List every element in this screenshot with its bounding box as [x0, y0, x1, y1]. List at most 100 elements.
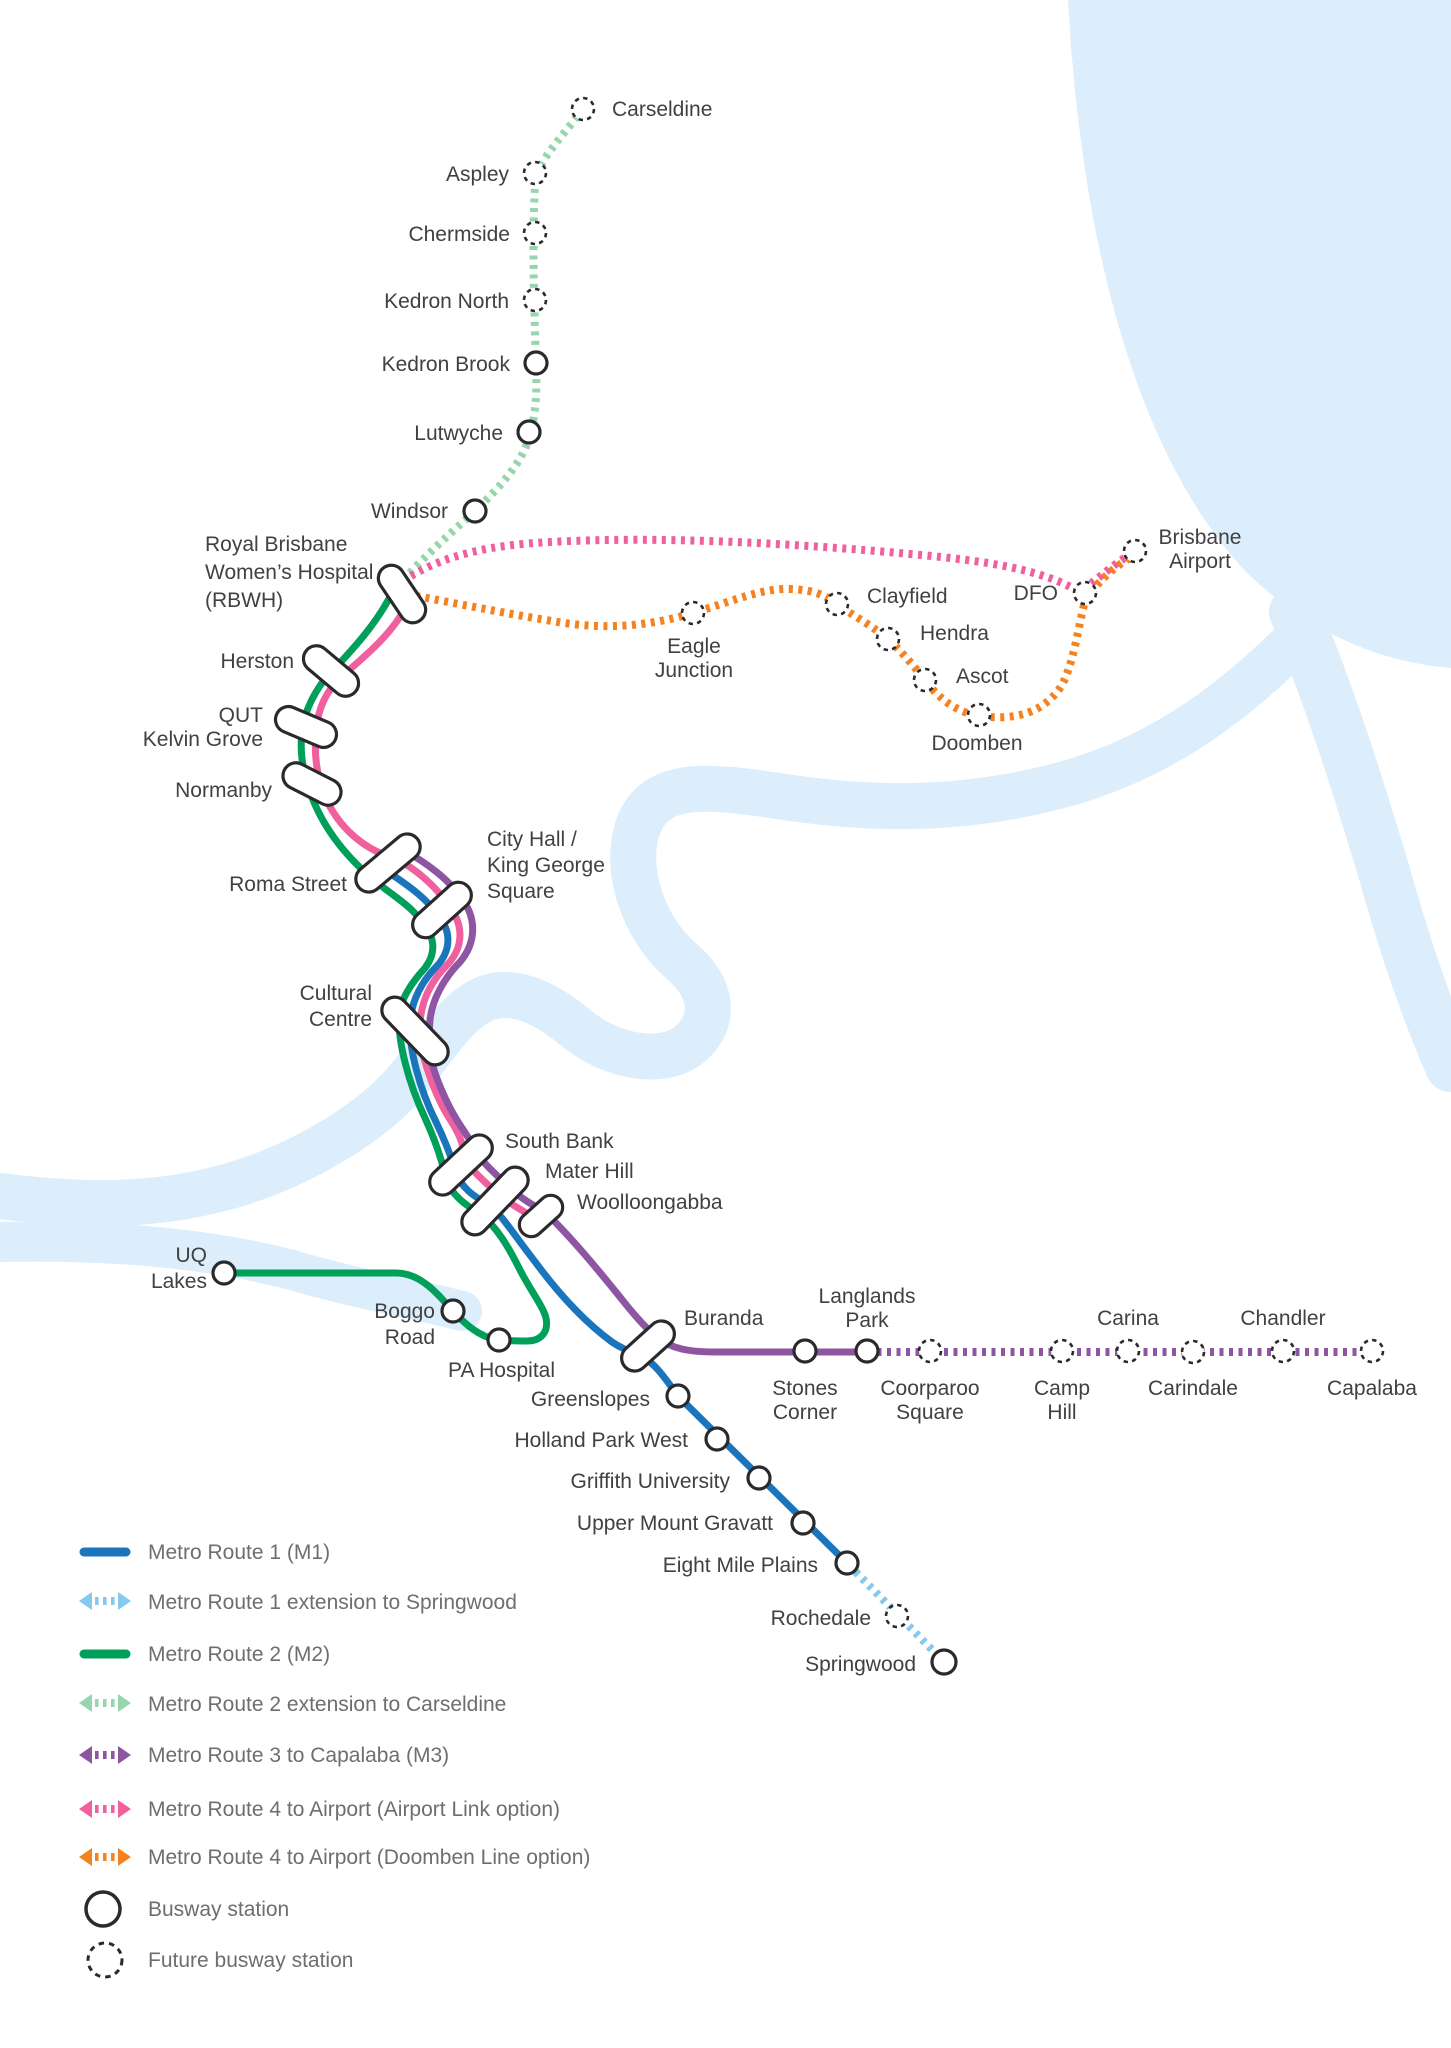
station-ascot — [912, 667, 938, 693]
label-rbwh-3: (RBWH) — [205, 589, 283, 612]
station-camp-hill — [1049, 1338, 1075, 1364]
station-aspley — [522, 160, 548, 186]
label-hendra: Hendra — [920, 622, 989, 645]
label-city-hall-3: Square — [487, 880, 555, 903]
station-lutwyche — [516, 419, 542, 445]
label-greenslopes: Greenslopes — [531, 1388, 650, 1411]
label-carina: Carina — [1097, 1307, 1159, 1330]
label-carseldine: Carseldine — [612, 98, 712, 121]
legend-label-future-busway-station: Future busway station — [148, 1949, 353, 1972]
label-aspley: Aspley — [446, 163, 510, 186]
station-upper-mount-gravatt — [790, 1510, 816, 1536]
label-normanby: Normanby — [175, 779, 272, 802]
label-coorparoo-square-2: Square — [896, 1401, 964, 1424]
label-carindale: Carindale — [1148, 1377, 1238, 1400]
label-dfo: DFO — [1014, 582, 1058, 605]
legend-arrow-right-m4d — [118, 1848, 131, 1866]
label-herston: Herston — [220, 650, 294, 673]
station-kedron-north — [522, 287, 548, 313]
label-stones-corner-2: Corner — [773, 1401, 837, 1424]
label-langlands-park-2: Park — [845, 1309, 889, 1332]
legend-future-busway-station-icon — [86, 1941, 124, 1979]
station-south-bank — [428, 1133, 494, 1197]
station-windsor — [462, 498, 488, 524]
label-springwood: Springwood — [805, 1653, 916, 1676]
station-springwood — [930, 1648, 958, 1676]
brisbane-river-west-arm — [0, 1221, 482, 1331]
legend-arrow-left-m2ext — [79, 1694, 92, 1712]
station-eagle-junction — [680, 600, 706, 626]
station-carina — [1115, 1338, 1141, 1364]
station-doomben — [966, 702, 992, 728]
station-cultural-centre — [380, 995, 450, 1067]
label-cultural-centre-1: Cultural — [300, 982, 372, 1005]
station-greenslopes — [665, 1383, 691, 1409]
legend-busway-station-icon — [84, 1890, 122, 1928]
label-lutwyche: Lutwyche — [414, 422, 503, 445]
station-herston — [301, 644, 361, 698]
route-m2-line — [220, 578, 551, 1345]
label-uq-lakes-1: UQ — [176, 1244, 208, 1267]
label-camp-hill-1: Camp — [1034, 1377, 1090, 1400]
label-cultural-centre-2: Centre — [309, 1008, 372, 1031]
legend-label-m1: Metro Route 1 (M1) — [148, 1541, 330, 1564]
station-buranda — [620, 1319, 676, 1373]
legend-arrow-left-m1ext — [79, 1592, 92, 1610]
legend: Metro Route 1 (M1) Metro Route 1 extensi… — [79, 1541, 590, 1979]
legend-arrow-right-m2ext — [118, 1694, 131, 1712]
coastline-river — [1269, 586, 1451, 1092]
station-rbwh — [376, 563, 428, 625]
moreton-bay-shape — [1068, 0, 1451, 668]
station-holland-park-west — [704, 1426, 730, 1452]
station-carindale — [1180, 1339, 1206, 1365]
label-boggo-road-2: Road — [385, 1326, 435, 1349]
label-rbwh-2: Women’s Hospital — [205, 561, 373, 584]
label-uq-lakes-2: Lakes — [151, 1270, 207, 1293]
label-qut-1: QUT — [219, 704, 264, 727]
station-hendra — [875, 626, 901, 652]
label-windsor: Windsor — [371, 500, 448, 523]
station-stones-corner — [792, 1338, 818, 1364]
label-ascot: Ascot — [956, 665, 1009, 688]
legend-arrow-left-m3 — [79, 1746, 92, 1764]
label-south-bank: South Bank — [505, 1130, 614, 1153]
legend-arrow-right-m4a — [118, 1800, 131, 1818]
label-capalaba: Capalaba — [1327, 1377, 1417, 1400]
station-woolloongabba — [517, 1193, 565, 1239]
station-normanby — [281, 761, 343, 807]
brisbane-river — [0, 613, 1323, 1227]
label-brisbane-airport-2: Airport — [1169, 550, 1231, 573]
station-pa-hospital — [486, 1327, 512, 1353]
station-capalaba — [1359, 1338, 1385, 1364]
label-pa-hospital: PA Hospital — [448, 1359, 555, 1382]
legend-arrow-right-m1ext — [118, 1592, 131, 1610]
label-stones-corner-1: Stones — [772, 1377, 837, 1400]
label-roma-street: Roma Street — [229, 873, 347, 896]
label-coorparoo-square-1: Coorparoo — [880, 1377, 979, 1400]
station-brisbane-airport — [1122, 538, 1148, 564]
label-kedron-brook: Kedron Brook — [382, 353, 511, 376]
station-carseldine — [570, 96, 596, 122]
label-doomben: Doomben — [931, 732, 1022, 755]
label-langlands-park-1: Langlands — [819, 1285, 916, 1308]
legend-label-m3: Metro Route 3 to Capalaba (M3) — [148, 1744, 449, 1767]
station-rochedale — [884, 1603, 910, 1629]
legend-label-m4a: Metro Route 4 to Airport (Airport Link o… — [148, 1798, 560, 1821]
label-clayfield: Clayfield — [867, 585, 948, 608]
label-rochedale: Rochedale — [771, 1607, 871, 1630]
station-chandler — [1270, 1338, 1296, 1364]
label-city-hall-2: King George — [487, 854, 605, 877]
station-chermside — [522, 220, 548, 246]
label-boggo-road-1: Boggo — [374, 1300, 435, 1323]
label-kedron-north: Kedron North — [384, 290, 509, 313]
label-buranda: Buranda — [684, 1307, 764, 1330]
label-holland-park-west: Holland Park West — [514, 1429, 688, 1452]
label-rbwh-1: Royal Brisbane — [205, 533, 347, 556]
legend-label-m1ext: Metro Route 1 extension to Springwood — [148, 1591, 517, 1614]
legend-label-busway-station: Busway station — [148, 1898, 289, 1921]
label-eight-mile-plains: Eight Mile Plains — [663, 1554, 818, 1577]
label-woolloongabba: Woolloongabba — [577, 1191, 723, 1214]
legend-label-m4d: Metro Route 4 to Airport (Doomben Line o… — [148, 1846, 590, 1869]
